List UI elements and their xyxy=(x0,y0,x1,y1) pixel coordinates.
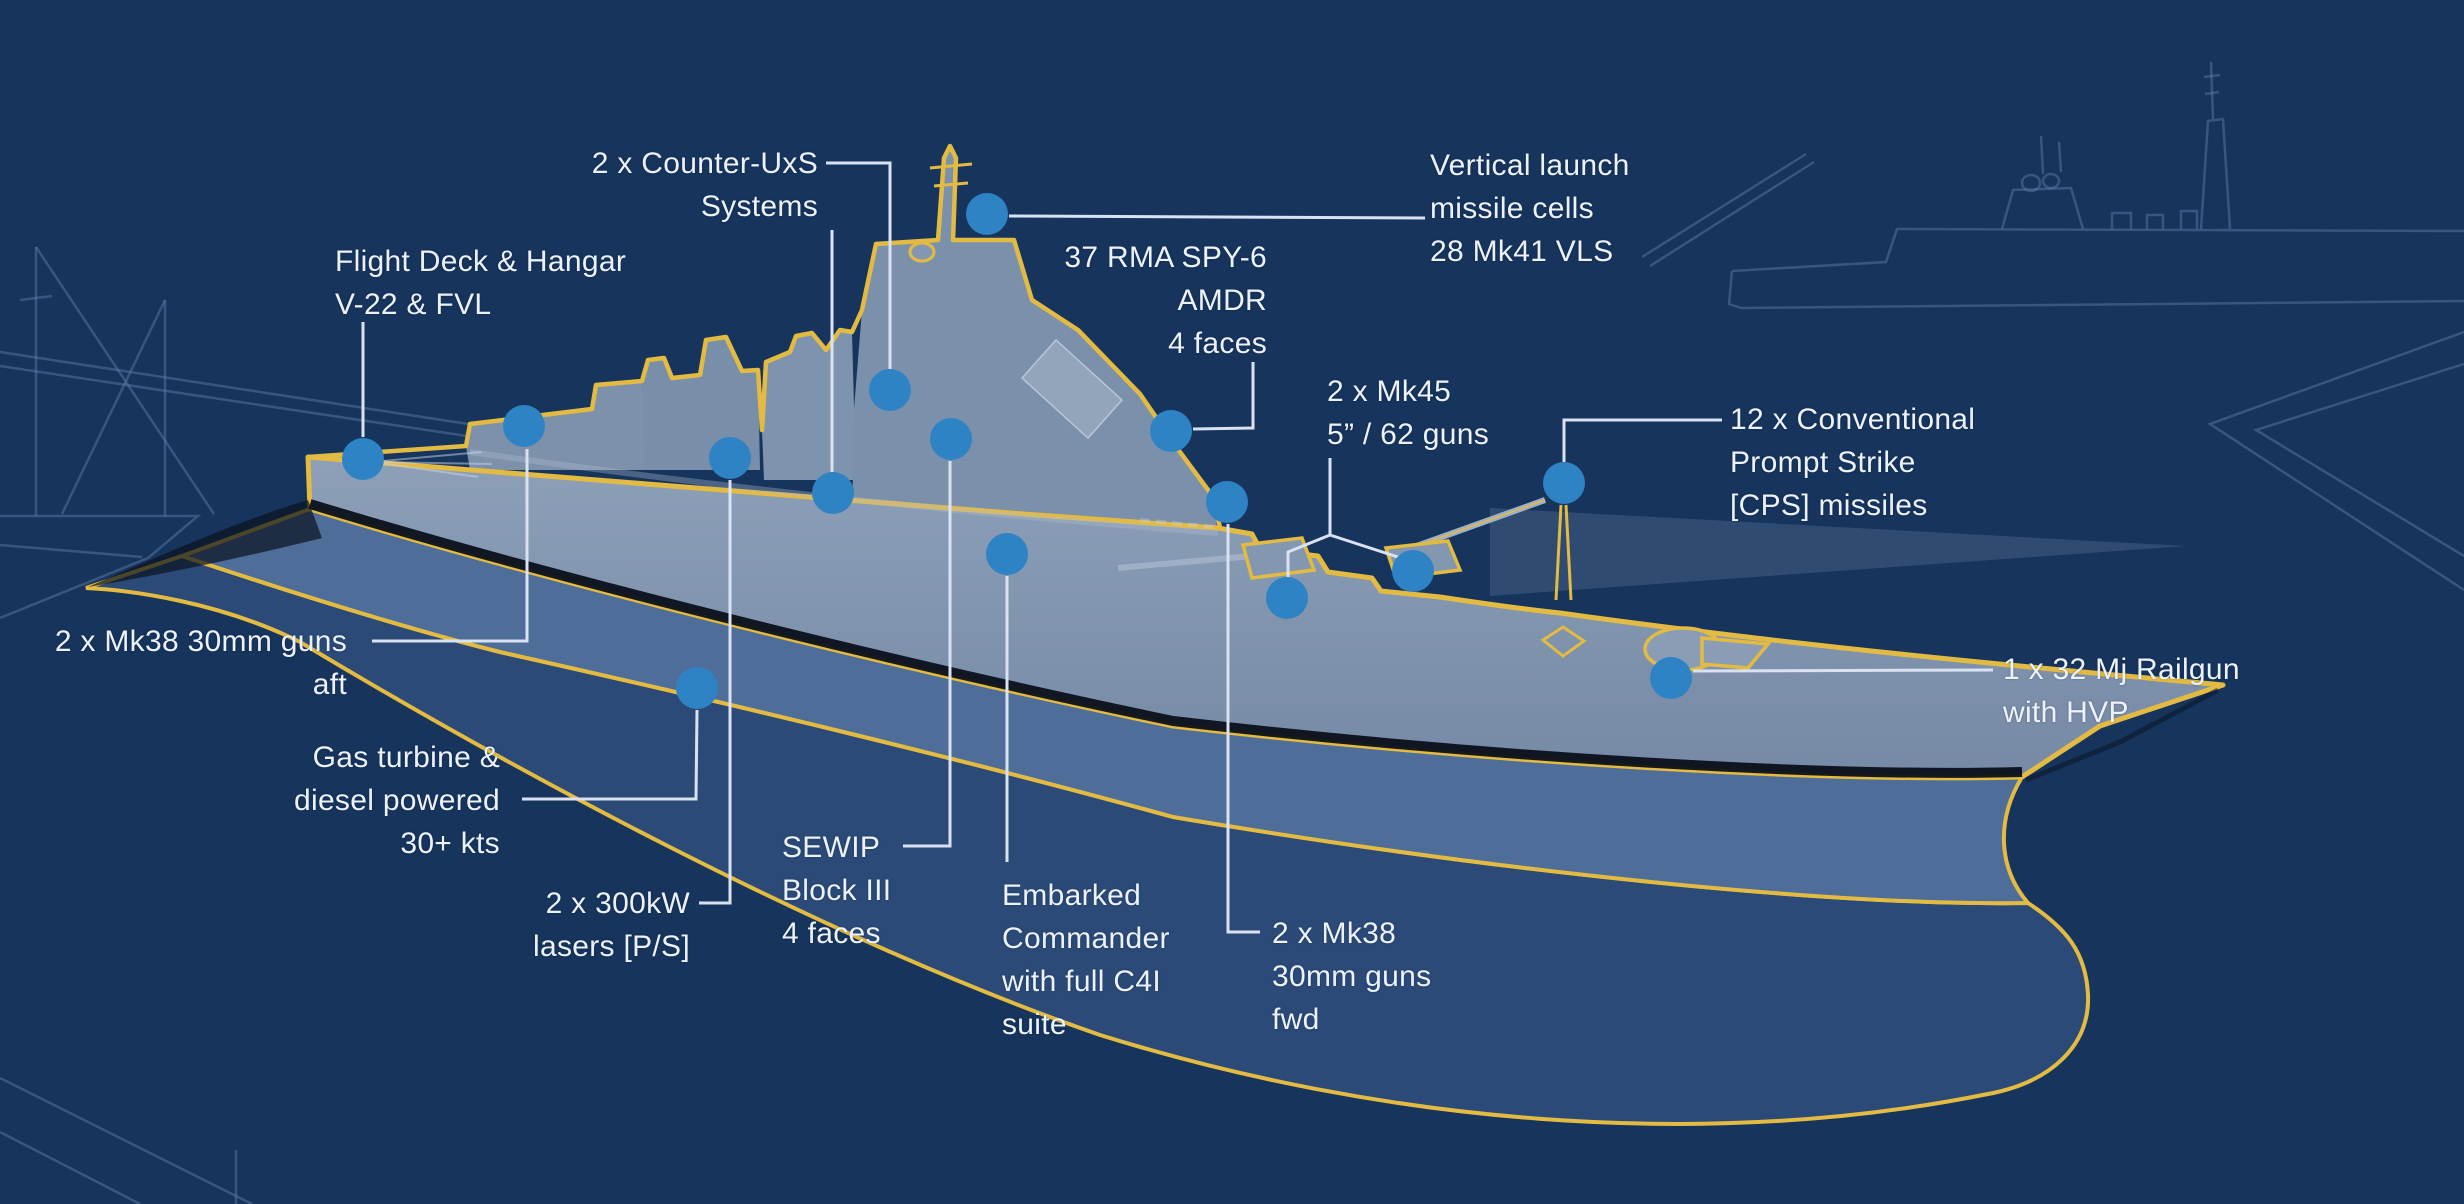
callout-sewip-line: SEWIP xyxy=(782,831,881,864)
callout-spy6-radar-line: 37 RMA SPY-6 xyxy=(1064,241,1267,274)
callout-mk45-guns-line: 2 x Mk45 xyxy=(1327,375,1452,408)
feature-dot-mk45-guns xyxy=(1266,577,1308,619)
callout-sewip-line: 4 faces xyxy=(782,917,881,950)
callout-mk38-aft-line: 2 x Mk38 30mm guns xyxy=(54,625,347,658)
feature-dot-embarked-commander xyxy=(986,533,1028,575)
hangar-block xyxy=(466,381,648,470)
callout-sewip: SEWIP Block III 4 faces xyxy=(782,826,891,955)
callout-counter-uxs: 2 x Counter-UxS Systems xyxy=(592,142,818,228)
hull-name-mark xyxy=(1139,518,1216,529)
callout-mk38-aft: 2 x Mk38 30mm guns aft xyxy=(55,620,347,706)
callout-mk38-fwd-line: 30mm guns xyxy=(1272,960,1432,993)
feature-dot-gas-turbine xyxy=(676,667,718,709)
leader-line-railgun xyxy=(1692,668,1994,673)
beak-shadow xyxy=(2025,687,2220,783)
leader-line-sewip xyxy=(903,461,952,848)
callout-sewip-line: Block III xyxy=(782,874,892,907)
feature-dot-flight-deck xyxy=(342,438,384,480)
callout-embarked-commander-line: suite xyxy=(1002,1008,1067,1041)
leader-line-gas-turbine xyxy=(522,709,699,801)
callout-mk38-fwd-line: fwd xyxy=(1272,1003,1320,1036)
callout-mk38-fwd-line: 2 x Mk38 xyxy=(1272,917,1397,950)
feature-dot-mk45-guns xyxy=(1392,550,1434,592)
flight-deck-markings xyxy=(371,451,493,478)
callout-railgun-line: 1 x 32 Mj Railgun xyxy=(2003,653,2240,686)
background-ship-corner xyxy=(0,1076,253,1204)
leader-line-mk38-aft xyxy=(372,449,529,643)
callout-vls-line: 28 Mk41 VLS xyxy=(1430,235,1614,268)
leader-line-counter-uxs xyxy=(826,161,892,369)
callout-lasers-line: 2 x 300kW xyxy=(545,887,690,920)
callout-counter-uxs-line: Systems xyxy=(700,190,818,223)
callout-embarked-commander-line: Embarked xyxy=(1002,879,1142,912)
callout-railgun: 1 x 32 Mj Railgun with HVP xyxy=(2003,648,2240,734)
mast-dome xyxy=(908,241,936,263)
callout-lasers: 2 x 300kW lasers [P/S] xyxy=(533,882,690,968)
spy6-panel xyxy=(1020,338,1124,440)
mast-antenna xyxy=(908,162,973,263)
callout-gas-turbine-line: 30+ kts xyxy=(400,827,500,860)
callout-mk38-fwd: 2 x Mk38 30mm guns fwd xyxy=(1272,912,1431,1041)
leader-line-cps-missiles xyxy=(1562,418,1722,462)
cps-antenna-mast xyxy=(1540,504,1587,658)
feature-dot-mk38-fwd xyxy=(1206,481,1248,523)
feature-dot-lasers xyxy=(709,437,751,479)
callout-flight-deck-line: Flight Deck & Hangar xyxy=(335,245,627,278)
leader-line-vls xyxy=(1008,214,1426,220)
callout-vls-line: Vertical launch xyxy=(1430,149,1630,182)
leader-line-lasers xyxy=(699,480,732,905)
feature-dot-mk38-aft xyxy=(503,405,545,447)
callout-counter-uxs-line: 2 x Counter-UxS xyxy=(591,147,818,180)
callout-mk45-guns-line: 5” / 62 guns xyxy=(1327,418,1490,451)
leader-line-mk38-fwd xyxy=(1226,524,1260,934)
leader-lines xyxy=(361,161,1994,934)
callout-cps-missiles-line: 12 x Conventional xyxy=(1730,403,1976,436)
leader-line-mk45-guns xyxy=(1329,533,1405,561)
callout-vls: Vertical launch missile cells 28 Mk41 VLS xyxy=(1430,144,1630,273)
leader-line-mk45-guns xyxy=(1286,533,1331,577)
superstructure-outline xyxy=(307,143,1223,529)
callout-gas-turbine: Gas turbine & diesel powered 30+ kts xyxy=(294,736,500,865)
callout-railgun-line: with HVP xyxy=(2003,696,2129,729)
feature-dot-counter-uxs xyxy=(869,369,911,411)
callout-gas-turbine-line: Gas turbine & xyxy=(312,741,500,774)
stack-block xyxy=(642,337,760,470)
callout-cps-missiles-line: [CPS] missiles xyxy=(1730,489,1928,522)
callout-spy6-radar-line: AMDR xyxy=(1177,284,1267,317)
callout-mk38-aft-line: aft xyxy=(312,668,347,701)
feature-dot-spy6-radar xyxy=(1150,410,1192,452)
callout-mk45-guns: 2 x Mk45 5” / 62 guns xyxy=(1327,370,1489,456)
callout-embarked-commander-line: with full C4I xyxy=(1002,965,1161,998)
background-ship-left xyxy=(0,246,521,620)
leader-line-spy6-radar xyxy=(1192,362,1255,431)
feature-dot-railgun xyxy=(1650,657,1692,699)
background-bow-right xyxy=(1490,330,2464,596)
callout-vls-line: missile cells xyxy=(1430,192,1594,225)
callout-gas-turbine-line: diesel powered xyxy=(294,784,500,817)
background-ship-top-right xyxy=(1641,61,2464,310)
callout-embarked-commander-line: Commander xyxy=(1002,922,1170,955)
callout-spy6-radar-line: 4 faces xyxy=(1168,327,1267,360)
waterline-stripe xyxy=(308,499,2023,778)
feature-dot-sewip xyxy=(930,418,972,460)
callout-lasers-line: lasers [P/S] xyxy=(533,930,690,963)
background-hydrofoil-wedge xyxy=(1490,508,2186,596)
feature-dots xyxy=(342,193,1692,709)
callout-flight-deck-line: V-22 & FVL xyxy=(335,288,492,321)
feature-dot-vls xyxy=(966,193,1008,235)
stern-shadow xyxy=(88,500,322,587)
callout-cps-missiles-line: Prompt Strike xyxy=(1730,446,1916,479)
feature-dot-cps-missiles xyxy=(1543,462,1585,504)
feature-dot-counter-uxs xyxy=(812,472,854,514)
